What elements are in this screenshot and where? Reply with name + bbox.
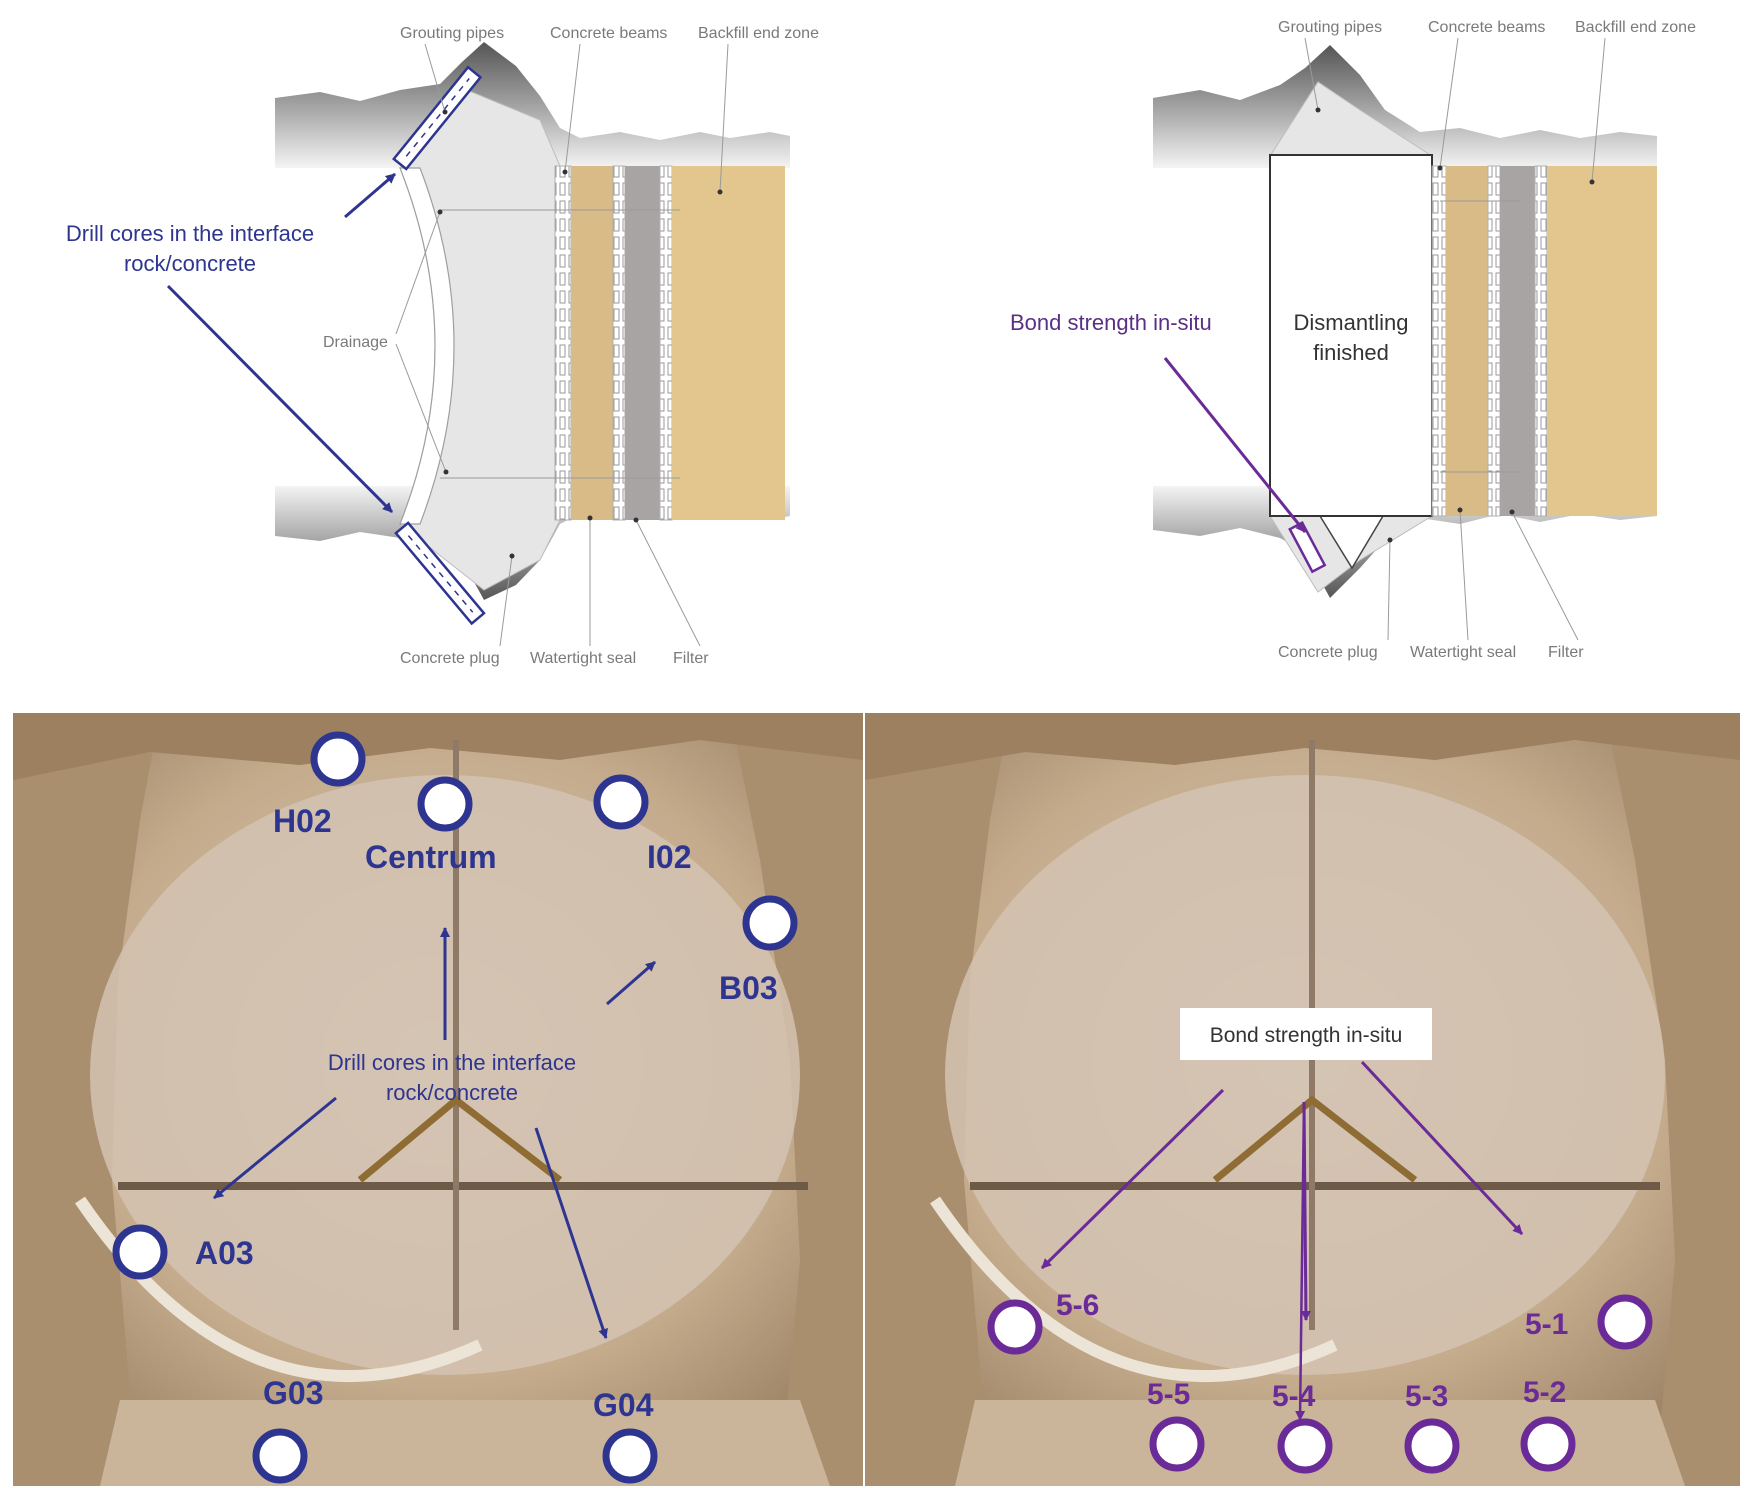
plug-diagram-left: Grouting pipes Concrete beams Backfill e… xyxy=(66,25,819,667)
callout-bond-strength-diagram: Bond strength in-situ xyxy=(1010,310,1212,335)
rock-top-left xyxy=(275,42,790,168)
label-5-5: 5-5 xyxy=(1147,1378,1190,1411)
photo-left-beam xyxy=(118,1182,808,1190)
label-backfill-end-zone-right: Backfill end zone xyxy=(1575,19,1696,36)
label-filter-right: Filter xyxy=(1548,644,1584,661)
grouting-pipe-top-left xyxy=(392,65,483,171)
photo-bond-arrow-center-2 xyxy=(1295,1101,1306,1421)
arrow-drill-top-left xyxy=(344,172,396,219)
label-backfill-end-zone-left: Backfill end zone xyxy=(698,25,819,42)
photo-left-rock-left xyxy=(13,713,160,1486)
photo-right-rock-left xyxy=(865,713,1010,1486)
label-grouting-pipes-right: Grouting pipes xyxy=(1278,19,1382,36)
backfill-end-zone-right xyxy=(1547,166,1657,516)
point-5-6 xyxy=(987,1299,1043,1355)
concrete-beams-right xyxy=(1431,165,1447,517)
label-concrete-beams-right: Concrete beams xyxy=(1428,19,1545,36)
photo-arrow-upright xyxy=(606,960,656,1006)
label-G03: G03 xyxy=(263,1375,323,1411)
photo-right-rock-right xyxy=(1605,713,1740,1486)
label-I02: I02 xyxy=(647,839,691,875)
arrow-bond-diagram xyxy=(1163,357,1307,533)
point-5-2 xyxy=(1520,1416,1576,1472)
label-watertight-seal-right: Watertight seal xyxy=(1410,644,1516,661)
label-filter-left: Filter xyxy=(673,650,709,667)
label-leaders-left xyxy=(395,43,729,647)
point-5-3 xyxy=(1404,1418,1460,1474)
filter-edge-right xyxy=(1534,165,1548,517)
label-concrete-plug-left: Concrete plug xyxy=(400,650,500,667)
label-5-6: 5-6 xyxy=(1056,1289,1099,1322)
photo-callout-drill-cores-1: Drill cores in the interface xyxy=(328,1050,576,1075)
photo-right-rock-top xyxy=(865,713,1740,780)
label-A03: A03 xyxy=(195,1235,254,1271)
watertight-seal-right xyxy=(1446,166,1488,516)
photo-right-hose xyxy=(930,1196,1338,1383)
label-H02: H02 xyxy=(273,803,332,839)
photo-left-brace xyxy=(357,1095,563,1183)
photo-left: H02 Centrum I02 B03 A03 G03 G04 Drill co… xyxy=(13,713,863,1486)
point-Centrum xyxy=(417,776,473,832)
photo-arrow-left xyxy=(213,1096,337,1200)
label-leaders-right xyxy=(1304,37,1606,641)
photo-right-brace xyxy=(1212,1095,1418,1183)
label-B03: B03 xyxy=(719,970,778,1006)
point-5-4 xyxy=(1277,1418,1333,1474)
drainage-face-left xyxy=(399,167,455,525)
dismantling-finished-box xyxy=(1269,154,1433,517)
point-G03 xyxy=(252,1428,308,1484)
point-5-1 xyxy=(1597,1294,1653,1350)
photo-right: Bond strength in-situ 5-6 5-1 5-5 5-4 5-… xyxy=(865,713,1740,1486)
label-G04: G04 xyxy=(593,1387,654,1423)
photo-right-plug-face xyxy=(945,775,1665,1375)
label-5-3: 5-3 xyxy=(1405,1380,1448,1413)
point-H02 xyxy=(310,731,366,787)
label-Centrum: Centrum xyxy=(365,839,497,875)
watertight-seal-left xyxy=(571,166,613,520)
photo-arrow-down xyxy=(534,1127,608,1339)
label-5-2: 5-2 xyxy=(1523,1376,1566,1409)
label-concrete-plug-right: Concrete plug xyxy=(1278,644,1378,661)
photo-left-plug-face xyxy=(90,775,800,1375)
box-label-finished: finished xyxy=(1313,340,1389,365)
photo-bond-arrow-right xyxy=(1360,1060,1524,1236)
concrete-beams-left-2 xyxy=(612,165,626,521)
backfill-end-zone-left xyxy=(672,166,785,520)
point-I02 xyxy=(593,774,649,830)
label-5-1: 5-1 xyxy=(1525,1308,1568,1341)
bond-strength-label-box xyxy=(1180,1008,1432,1060)
callout-drill-cores-left-1: Drill cores in the interface xyxy=(66,221,314,246)
photo-left-rock-top xyxy=(13,713,863,780)
photo-callout-drill-cores-2: rock/concrete xyxy=(386,1080,518,1105)
photo-bond-arrow-left xyxy=(1040,1088,1225,1270)
rock-top-right xyxy=(1153,45,1657,168)
arrow-drill-bottom-left xyxy=(166,284,394,514)
concrete-beams-left xyxy=(554,165,572,521)
concrete-beams-right-2 xyxy=(1487,165,1501,517)
filter-edge-left xyxy=(659,165,673,521)
filter-right xyxy=(1500,166,1535,516)
photo-left-floor xyxy=(100,1400,830,1486)
filter-left xyxy=(625,166,660,520)
bond-strength-label: Bond strength in-situ xyxy=(1210,1024,1403,1047)
label-concrete-beams-left: Concrete beams xyxy=(550,25,667,42)
box-label-dismantling: Dismantling xyxy=(1294,310,1409,335)
label-5-4: 5-4 xyxy=(1272,1380,1316,1413)
label-drainage-left: Drainage xyxy=(323,334,388,351)
label-grouting-pipes-left: Grouting pipes xyxy=(400,25,504,42)
callout-drill-cores-left-2: rock/concrete xyxy=(124,251,256,276)
grouting-pipe-bottom-left xyxy=(394,521,486,626)
point-5-5 xyxy=(1149,1416,1205,1472)
point-A03 xyxy=(112,1224,168,1280)
point-G04 xyxy=(602,1428,658,1484)
point-B03 xyxy=(742,895,798,951)
plug-diagram-right: Dismantling finished Grouting pipes Conc… xyxy=(1010,19,1696,661)
label-watertight-seal-left: Watertight seal xyxy=(530,650,636,667)
